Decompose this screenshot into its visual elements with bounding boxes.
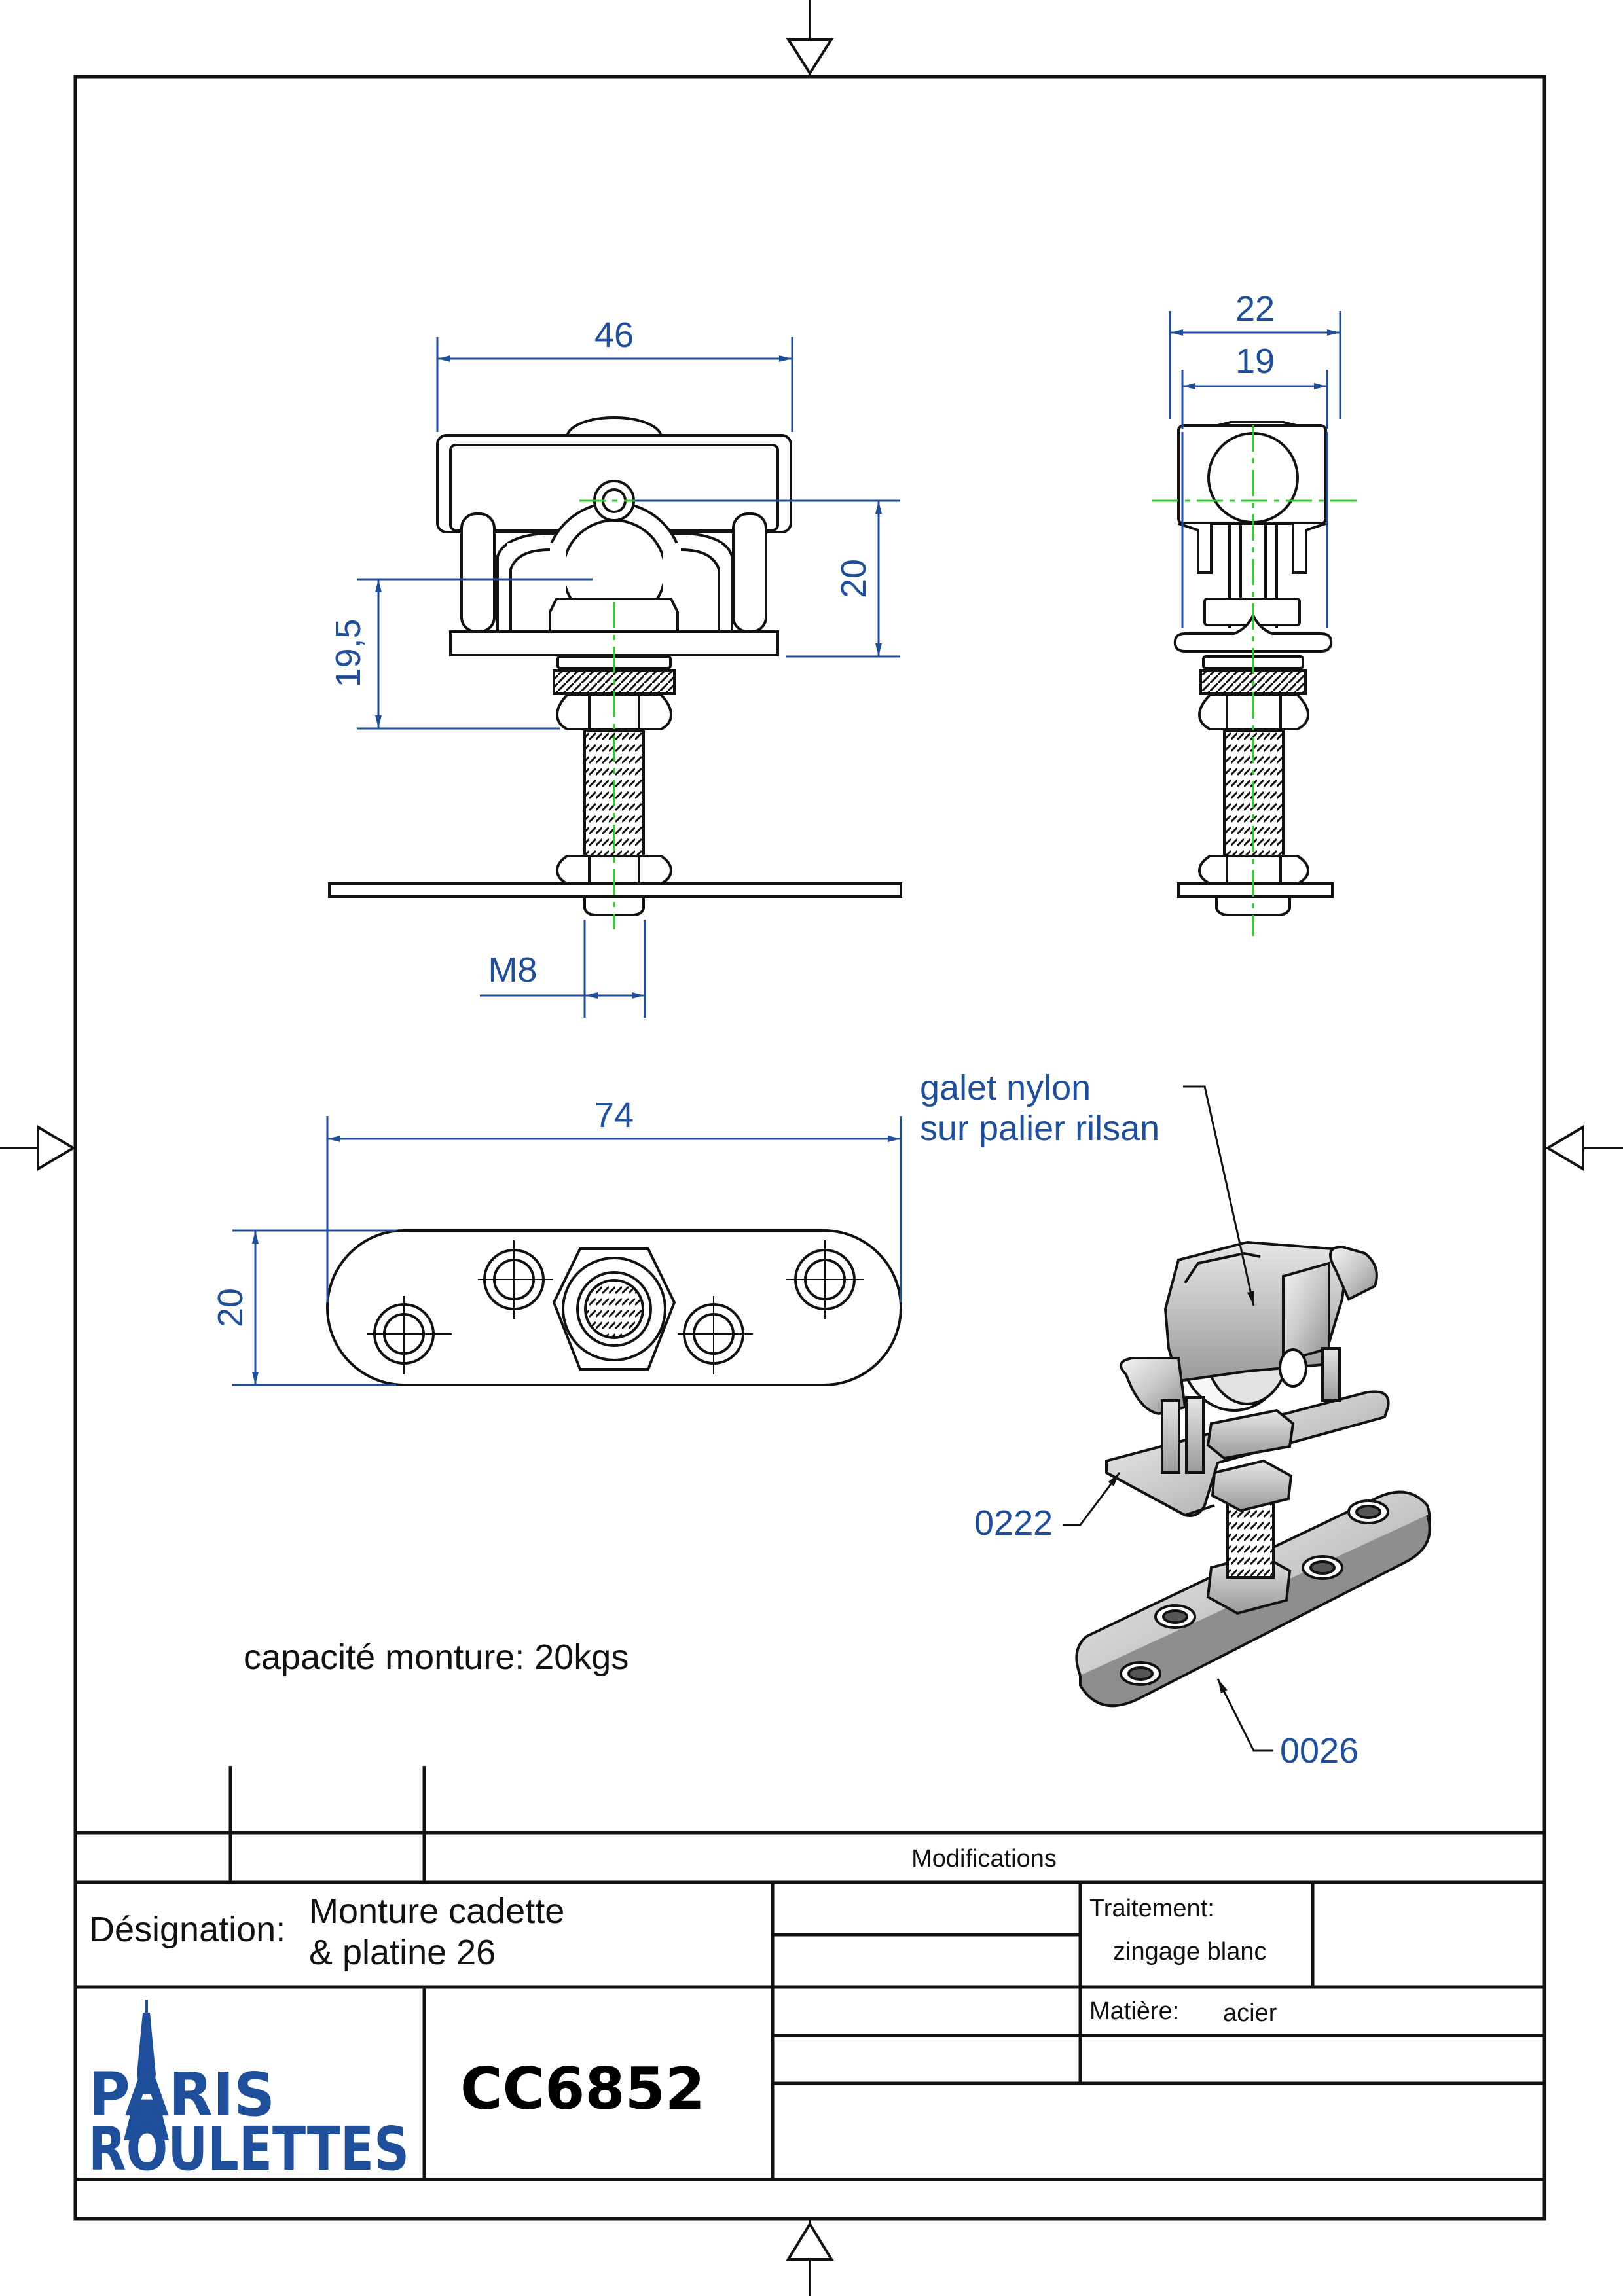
side-dimension-lines (1169, 311, 1341, 628)
designation-line2: & platine 26 (309, 1933, 496, 1972)
dim-thread: M8 (488, 950, 537, 990)
dim-plate-width: 20 (211, 1288, 250, 1327)
plate-dimension-lines (232, 1116, 902, 1386)
sheet-frame (73, 75, 1546, 2221)
dim-plate-length: 74 (594, 1096, 634, 1135)
material-label: Matière: (1089, 1998, 1179, 2025)
dim-front-height: 20 (834, 559, 873, 598)
eiffel-tower-icon (124, 2000, 169, 2140)
dim-front-width: 46 (594, 315, 634, 355)
designation-line1: Monture cadette (309, 1892, 564, 1931)
plate-top-view (326, 1229, 902, 1386)
part-number: CC6852 (460, 2055, 705, 2123)
plate-centerlines (367, 1240, 864, 1374)
logo-line1: PARIS (88, 2060, 275, 2130)
designation-label: Désignation: (89, 1910, 285, 1949)
dim-side-outer: 22 (1235, 289, 1275, 329)
title-block-grid (75, 1766, 1544, 2181)
dim-side-inner: 19 (1235, 342, 1275, 381)
callout-leaders (1063, 1085, 1273, 1752)
callout-plate-code: 0026 (1280, 1731, 1359, 1770)
isometric-view (1075, 1240, 1431, 1708)
dim-front-offset: 19,5 (329, 619, 368, 687)
side-centerlines (1152, 425, 1362, 936)
treatment-label: Traitement: (1089, 1895, 1214, 1922)
callout-bracket-code: 0222 (974, 1503, 1053, 1543)
company-logo: PARIS ROULETTES (88, 2000, 409, 2184)
callout-wheel-line2: sur palier rilsan (920, 1109, 1159, 1148)
material-value: acier (1223, 2000, 1277, 2027)
capacity-note: capacité monture: 20kgs (244, 1638, 629, 1677)
front-dimension-lines (357, 337, 900, 1018)
logo-line2: ROULETTES (88, 2114, 409, 2184)
callout-wheel-line1: galet nylon (920, 1068, 1091, 1107)
treatment-value: zingage blanc (1113, 1938, 1267, 1965)
modifications-heading: Modifications (911, 1845, 1057, 1873)
